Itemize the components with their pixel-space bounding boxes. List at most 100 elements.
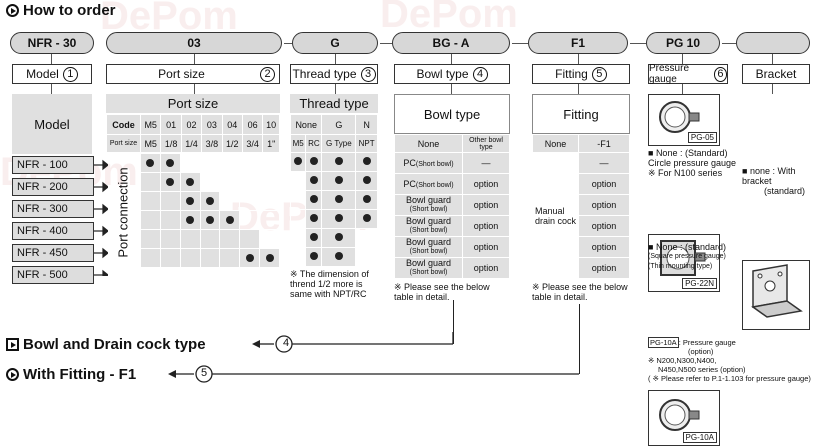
model-arrows — [94, 159, 108, 276]
port-code: 02 — [180, 114, 203, 135]
port-dot-table — [140, 153, 280, 268]
thread-grid: None G N M5 RC G Type NPT — [289, 114, 378, 267]
gauge-label: PG-22N — [682, 278, 717, 289]
thread-type: M5 — [289, 134, 307, 153]
bowl-col2: Other bowl type — [462, 134, 510, 153]
code-pill-fitting: F1 — [528, 32, 628, 54]
port-size-value: 1/8 — [160, 134, 182, 153]
model-list: NFR - 100 NFR - 200 NFR - 300 NFR - 400 … — [12, 156, 94, 284]
separator — [284, 43, 292, 44]
dot-cell — [334, 157, 343, 165]
thread-code: None — [289, 114, 323, 135]
code-pill-gauge: PG 10 — [646, 32, 720, 54]
bowl-note: ※ Please see the below table in detail. — [394, 282, 490, 302]
fitting-left-label: Manual drain cock — [532, 152, 579, 279]
connector — [682, 54, 683, 64]
port-size-value: 3/4 — [241, 134, 264, 153]
dot-cell — [362, 176, 371, 184]
gauge-icon — [659, 101, 700, 133]
dot-cell — [362, 195, 371, 203]
bracket-note: ■ none : With bracket (standard) — [742, 166, 806, 196]
gauge-note-2: ■ None : (standard) (Square pressure gau… — [648, 242, 726, 270]
thread-code: G — [321, 114, 357, 135]
connector — [335, 54, 336, 64]
dot-cell — [309, 157, 318, 165]
with-fitting-ref: 5 — [200, 367, 208, 379]
dot-cell — [334, 252, 343, 260]
gauge-image-pg05: PG-05 — [648, 94, 720, 146]
bowl-row-value: — — [462, 152, 510, 174]
separator — [630, 43, 646, 44]
port-size-label: Port size — [106, 134, 141, 153]
thread-type: RC — [305, 134, 323, 153]
dot-cell — [362, 214, 371, 222]
bowl-row-name: Bowl guard(Short bowl) — [394, 236, 463, 258]
gauge-label: PG-10A — [682, 432, 717, 443]
gauge-icon — [659, 399, 700, 431]
bowl-drain-heading: Bowl and Drain cock type — [6, 336, 206, 353]
square-gauge-icon — [660, 240, 706, 276]
connector — [578, 84, 579, 94]
arrow-left-icon — [168, 370, 176, 378]
dot-cell — [309, 176, 318, 184]
dot-cell — [140, 153, 161, 173]
dot-cell — [245, 254, 254, 262]
dot-cell — [294, 157, 303, 165]
separator — [722, 43, 736, 44]
port-code: 03 — [201, 114, 223, 135]
bowl-row-name: Bowl guard(Short bowl) — [394, 194, 463, 216]
connector — [51, 54, 52, 64]
gauge-image-pg10a: PG-10A — [648, 390, 720, 446]
connector — [451, 54, 452, 64]
model-item: NFR - 200 — [12, 178, 94, 196]
dot-cell — [309, 252, 318, 260]
dot-cell — [334, 233, 343, 241]
dot-cell — [205, 197, 214, 205]
connector — [194, 84, 195, 94]
connector — [772, 54, 773, 64]
port-code: 06 — [241, 114, 264, 135]
section-header-bracket: Bracket — [742, 64, 810, 84]
fitting-note: ※ Please see the below table in detail. — [532, 282, 628, 302]
bowl-row-name: Bowl guard(Short bowl) — [394, 257, 463, 279]
port-size-value: M5 — [139, 134, 162, 153]
fitting-value: option — [578, 236, 630, 258]
model-item: NFR - 450 — [12, 244, 94, 262]
port-title: Port size — [106, 94, 280, 114]
thread-title: Thread type — [290, 94, 378, 114]
dot-cell — [186, 197, 195, 205]
fitting-value: option — [578, 194, 630, 216]
code-pill-port: 03 — [106, 32, 282, 54]
dot-cell — [334, 214, 343, 222]
fitting-value: option — [578, 257, 630, 279]
bowl-grid: None Other bowl type PC(Short bowl)— PC(… — [394, 134, 510, 279]
code-pill-bowl: BG - A — [392, 32, 510, 54]
port-code: M5 — [139, 114, 162, 135]
with-fitting-heading: With Fitting - F1 — [6, 366, 136, 383]
arrow-left-icon — [252, 340, 260, 348]
gauge-label: PG-05 — [687, 132, 717, 143]
bowl-row-value: option — [462, 236, 510, 258]
connector — [772, 84, 773, 94]
model-item: NFR - 300 — [12, 200, 94, 218]
dot-cell — [334, 195, 343, 203]
with-fitting-arrow — [168, 365, 579, 383]
circle-arrow-icon — [6, 368, 19, 381]
port-code: 04 — [221, 114, 243, 135]
bowl-row-value: option — [462, 257, 510, 279]
connector — [335, 84, 336, 94]
port-dot-grid: Port connection — [106, 153, 280, 271]
connector — [578, 54, 579, 64]
port-size-value: 1" — [262, 134, 280, 153]
bowl-row-value: option — [462, 215, 510, 237]
model-title: Model — [12, 94, 92, 154]
connector — [579, 304, 580, 374]
how-to-order-heading: How to order — [6, 2, 116, 19]
bracket-icon — [751, 264, 803, 318]
code-pill-bracket — [736, 32, 810, 54]
bowl-row-value: option — [462, 194, 510, 216]
bowl-col1: None — [394, 134, 463, 153]
